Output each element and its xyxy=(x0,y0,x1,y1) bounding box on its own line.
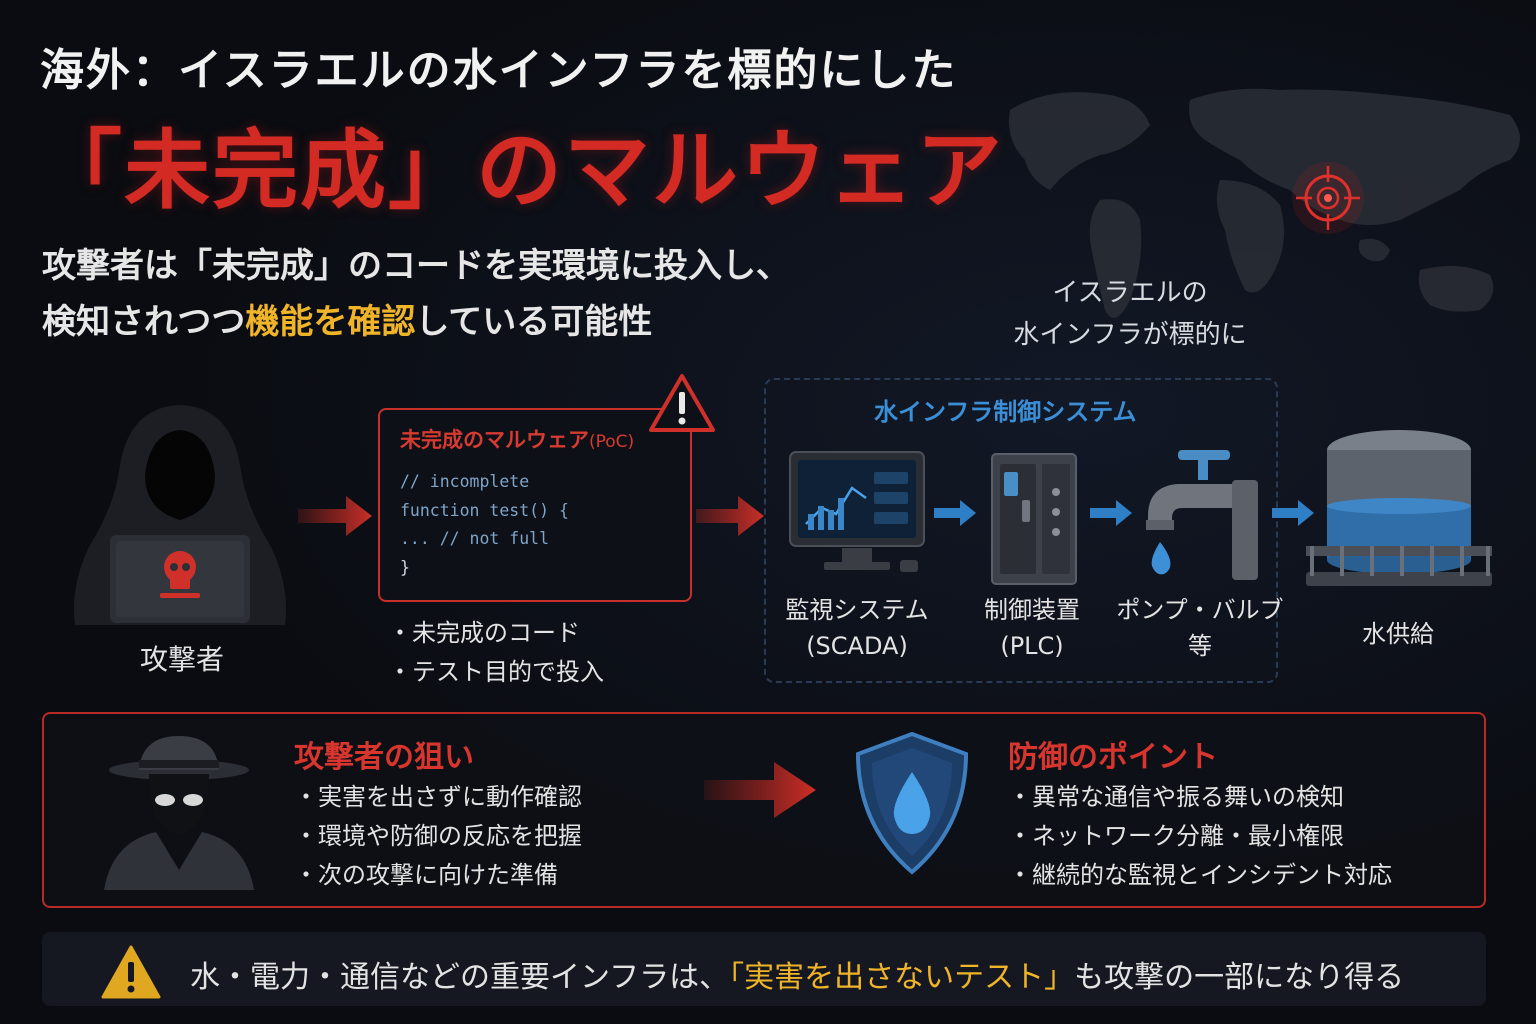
subtitle-text: 検知されつつ xyxy=(42,302,246,342)
water-supply-label: 水供給 xyxy=(1362,620,1434,648)
defense-points-title: 防御のポイント xyxy=(1008,740,1218,775)
note-item: ・未完成のコード xyxy=(388,619,580,647)
infra-item-pump: ポンプ・バルブ 等 xyxy=(1112,592,1288,664)
footer-text-b: も攻撃の一部になり得る xyxy=(1074,960,1405,995)
defense-points-list: ・異常な通信や振る舞いの検知 ・ネットワーク分離・最小権限 ・継続的な監視とイン… xyxy=(1008,778,1392,895)
arrow-right-icon xyxy=(934,500,976,526)
arrow-right-icon xyxy=(1090,500,1132,526)
warning-icon xyxy=(101,945,161,999)
infra-control-box xyxy=(764,378,1278,683)
subtitle-line-1: 攻撃者は「未完成」のコードを実環境に投入し、 xyxy=(42,246,790,286)
monitor-icon xyxy=(789,451,925,572)
list-item: ・継続的な監視とインシデント対応 xyxy=(1008,861,1392,889)
arrow-right-icon xyxy=(704,762,816,818)
malware-notes: ・未完成のコード ・テスト目的で投入 xyxy=(388,614,604,692)
infra-item-sublabel: (SCADA) xyxy=(806,632,908,660)
footer-text: 水・電力・通信などの重要インフラは、「実害を出さないテスト」も攻撃の一部になり得… xyxy=(190,952,1404,996)
title-line-2: 「未完成」のマルウェア xyxy=(36,121,1004,221)
subtitle-line-2: 検知されつつ機能を確認している可能性 xyxy=(42,294,652,343)
attacker-goals-list: ・実害を出さずに動作確認 ・環境や防御の反応を把握 ・次の攻撃に向けた準備 xyxy=(294,778,582,895)
subtitle-text: している可能性 xyxy=(415,302,653,342)
code-line: } xyxy=(400,557,410,577)
hooded-hacker-icon xyxy=(74,405,286,625)
target-icon xyxy=(1292,162,1364,234)
list-item: ・次の攻撃に向けた準備 xyxy=(294,861,558,889)
code-line: ... // not full xyxy=(400,529,550,548)
footer-highlight: 「実害を出さないテスト」 xyxy=(729,960,1075,995)
map-label: 水インフラが標的に xyxy=(1013,320,1247,350)
footer-bar xyxy=(42,932,1486,1006)
title-line-1: 海外：イスラエルの水インフラを標的にした xyxy=(40,45,958,96)
map-label: イスラエルの xyxy=(1052,278,1208,308)
list-item: ・環境や防御の反応を把握 xyxy=(294,822,582,850)
skull-icon xyxy=(160,551,200,598)
list-item: ・ネットワーク分離・最小権限 xyxy=(1008,822,1344,850)
infra-item-sublabel: 等 xyxy=(1188,632,1212,660)
faucet-icon xyxy=(1146,450,1258,580)
infra-item-scada: 監視システム (SCADA) xyxy=(772,592,942,664)
world-map-icon xyxy=(1009,88,1520,318)
arrow-right-icon xyxy=(298,496,372,536)
list-item: ・実害を出さずに動作確認 xyxy=(294,783,582,811)
goals-box xyxy=(42,712,1486,908)
infra-title: 水インフラ制御システム xyxy=(874,398,1137,426)
list-item: ・異常な通信や振る舞いの検知 xyxy=(1008,783,1344,811)
attacker-label: 攻撃者 xyxy=(140,643,225,676)
code-block: // incomplete function test() { ... // n… xyxy=(400,468,670,582)
subtitle-highlight: 機能を確認 xyxy=(245,302,416,342)
footer-text-a: 水・電力・通信などの重要インフラは、 xyxy=(190,960,730,995)
infra-item-label: 制御装置 xyxy=(984,596,1080,624)
attacker-goals-title: 攻撃者の狙い xyxy=(294,740,474,775)
infra-item-plc: 制御装置 (PLC) xyxy=(962,592,1102,664)
spy-icon xyxy=(104,736,254,890)
shield-water-icon xyxy=(855,731,969,875)
malware-title-text: 未完成のマルウェア xyxy=(400,428,589,452)
plc-cabinet-icon xyxy=(991,453,1077,585)
arrow-right-icon xyxy=(1272,500,1314,526)
malware-title: 未完成のマルウェア(PoC) xyxy=(400,424,670,454)
warning-icon xyxy=(649,374,715,432)
malware-code-box: 未完成のマルウェア(PoC) // incomplete function te… xyxy=(378,408,692,602)
arrow-right-icon xyxy=(696,496,764,536)
note-item: ・テスト目的で投入 xyxy=(388,658,604,686)
malware-title-suffix: (PoC) xyxy=(589,432,635,452)
code-line: // incomplete xyxy=(400,472,530,491)
code-line: function test() { xyxy=(400,500,569,520)
infra-item-label: 監視システム xyxy=(785,596,929,624)
infra-item-sublabel: (PLC) xyxy=(1000,632,1064,660)
infra-item-label: ポンプ・バルブ xyxy=(1116,596,1284,624)
water-tank-icon xyxy=(1306,430,1492,586)
